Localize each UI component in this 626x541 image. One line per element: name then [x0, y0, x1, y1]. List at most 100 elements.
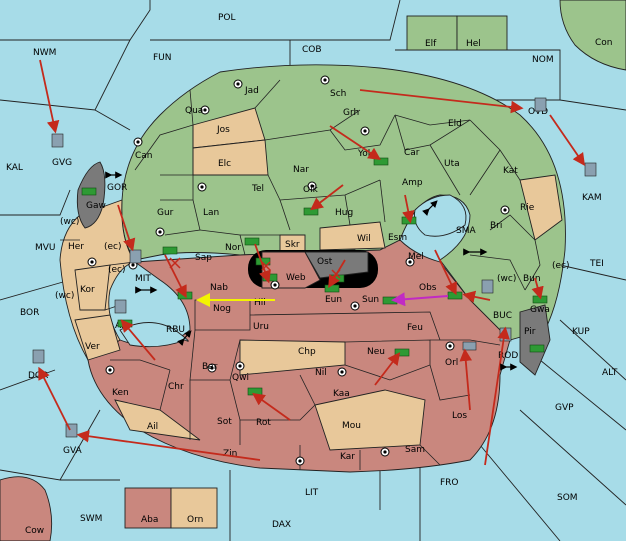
region-mou [314, 389, 426, 451]
sea-label: NOM [532, 55, 554, 65]
land-label: Qwi [232, 373, 249, 383]
coast-tag: (ec) [108, 265, 126, 275]
move-arrow-icon [76, 429, 261, 461]
move-arrow-icon [117, 204, 136, 252]
fleet-label: GVA [63, 446, 83, 456]
move-arrow-icon [484, 326, 510, 466]
sea-label: GVP [555, 403, 574, 413]
land-label: Sam [405, 445, 425, 455]
land-label: Sot [217, 417, 232, 427]
fleet-label: BUC [493, 311, 512, 321]
supply-center-icon [295, 456, 305, 466]
land-label: Kar [340, 452, 355, 462]
region-ver [74, 314, 121, 361]
supply-center-icon [87, 257, 97, 267]
land-label: Eun [325, 295, 342, 305]
supply-center-icon [197, 182, 207, 192]
supply-center-icon [105, 365, 115, 375]
fleet-icon [499, 327, 512, 342]
sea-labels: POL FUN COB NOM NWM KAL MVU BOR TEI ALT … [6, 13, 618, 530]
army-icon [81, 187, 97, 196]
move-arrow-icon [549, 114, 586, 166]
sea-label: NWM [33, 48, 56, 58]
land-label: Sun [362, 295, 379, 305]
double-arrows [105, 171, 518, 371]
fleet-label: GOR [107, 183, 127, 193]
region-ost-inner [304, 251, 369, 279]
land-label: Mou [342, 421, 361, 431]
land-label: Wil [357, 234, 371, 244]
land-label: Sch [330, 89, 346, 99]
land-label: Gur [157, 208, 174, 218]
coast-tag: (wc) [497, 274, 516, 284]
sea-label: SWM [80, 514, 102, 524]
land-label: Hel [466, 39, 481, 49]
land-label: Jos [216, 125, 230, 135]
double-arrow-icon [177, 330, 192, 346]
fleet-icon [129, 249, 142, 264]
land-label: Feu [407, 323, 423, 333]
supply-center-icon [235, 361, 245, 371]
fleet-label: MIT [135, 274, 151, 284]
land-label: Olk [303, 185, 319, 195]
land-label: Elc [218, 159, 231, 169]
land-label: Hil [254, 298, 266, 308]
army-icon [303, 207, 319, 216]
land-label: Kat [503, 166, 518, 176]
land-label: Chr [168, 382, 184, 392]
land-label: Nar [293, 165, 309, 175]
supply-center-icon [360, 126, 370, 136]
move-arrow-icon [164, 254, 187, 299]
land-label: Ver [85, 342, 100, 352]
land-label: Orn [187, 515, 203, 525]
region-ail [114, 399, 201, 441]
land-label: Can [135, 151, 153, 161]
supply-center-icon [207, 363, 217, 373]
land-label: Esm [388, 233, 407, 243]
move-arrow-icon [254, 243, 271, 284]
sea-label: MVU [35, 243, 56, 253]
land-label: Kaa [333, 389, 350, 399]
fleet-icon [462, 341, 477, 351]
fleet-icon [114, 299, 127, 314]
supply-center-icon [133, 137, 143, 147]
move-arrow-icon [39, 59, 60, 134]
region-cow [0, 476, 53, 541]
supply-center-icon [405, 257, 415, 267]
region-wil [319, 221, 386, 251]
coast-tag: (wc) [60, 217, 79, 227]
land-label: Nog [213, 304, 231, 314]
army-icon [382, 296, 398, 305]
army-icon [447, 291, 463, 300]
move-arrow-icon [120, 319, 156, 361]
land-label: Cow [25, 526, 44, 536]
supply-center-icon [350, 301, 360, 311]
land-label: Zin [223, 449, 237, 459]
region-rie [519, 174, 563, 241]
supply-center-icon [270, 280, 280, 290]
region-aba [124, 487, 172, 529]
land-label: Con [595, 38, 613, 48]
land-label: Hug [335, 208, 353, 218]
move-arrow-icon [462, 290, 491, 304]
land-label: Qua [185, 106, 203, 116]
land-label: Chp [298, 347, 316, 357]
fleet-label: ROD [498, 351, 518, 361]
land-label: Nab [210, 283, 228, 293]
land-label: Web [286, 273, 306, 283]
move-arrow-icon [329, 125, 381, 160]
land-label: Obs [419, 283, 437, 293]
land-label: Skr [285, 240, 300, 250]
move-arrows [38, 59, 586, 466]
land-label: Nil [315, 368, 327, 378]
supply-center-icon [307, 181, 317, 191]
sea-label: KAL [6, 163, 23, 173]
move-arrow-icon [38, 366, 71, 431]
supply-center-icon [337, 367, 347, 377]
sea-label: TEI [589, 259, 604, 269]
fleet-icon [51, 133, 64, 148]
region-pir [519, 304, 551, 376]
supply-center-icon [500, 205, 510, 215]
move-arrow-icon [310, 184, 344, 211]
coast-tag: (ec) [104, 242, 122, 252]
